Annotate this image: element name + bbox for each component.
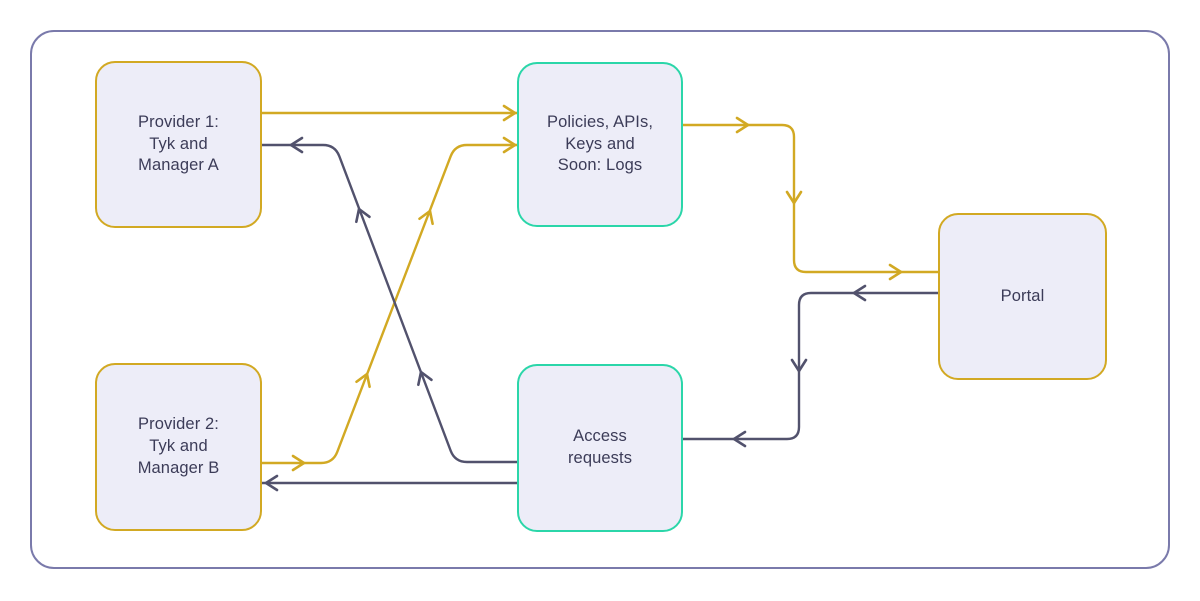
arrowhead-icon: [502, 136, 517, 154]
node-policies-apis-keys: Policies, APIs, Keys and Soon: Logs: [517, 62, 683, 227]
node-provider-1-label: Provider 1: Tyk and Manager A: [138, 112, 219, 175]
arrowhead-icon: [502, 104, 517, 122]
node-portal-label: Portal: [1000, 286, 1045, 305]
arrowhead-icon: [790, 358, 808, 373]
arrowhead-icon: [289, 136, 304, 154]
edge-line: [260, 143, 519, 464]
node-access-requests: Access requests: [517, 364, 683, 532]
node-portal: Portal: [938, 213, 1107, 380]
arrowhead-icon: [355, 207, 371, 224]
arrowhead-icon: [417, 370, 433, 387]
node-provider-2: Provider 2: Tyk and Manager B: [95, 363, 262, 531]
arrowhead-icon: [264, 474, 279, 492]
arrowhead-icon: [785, 190, 803, 205]
edge-policies-to-portal: [681, 116, 940, 281]
arrowhead-icon: [355, 372, 371, 389]
edge-access-to-provider1: [260, 136, 519, 464]
node-access-requests-label: Access requests: [567, 427, 633, 467]
arrowhead-icon: [418, 209, 434, 226]
node-policies-label: Policies, APIs, Keys and Soon: Logs: [546, 112, 654, 175]
edge-access-to-provider2: [260, 474, 519, 492]
edge-line: [681, 123, 940, 274]
edge-line: [681, 291, 940, 441]
node-provider-1: Provider 1: Tyk and Manager A: [95, 61, 262, 228]
node-provider-2-label: Provider 2: Tyk and Manager B: [137, 415, 220, 477]
edge-provider1-to-policies: [260, 104, 519, 122]
arrowhead-icon: [735, 116, 750, 134]
arrowhead-icon: [732, 430, 747, 448]
arrowhead-icon: [852, 284, 867, 302]
arrowhead-icon: [291, 454, 306, 472]
edge-provider2-to-policies: [260, 136, 519, 472]
diagram-frame: [30, 30, 1170, 569]
arrowhead-icon: [888, 263, 903, 281]
edge-line: [260, 143, 519, 465]
edge-portal-to-access: [681, 284, 940, 448]
